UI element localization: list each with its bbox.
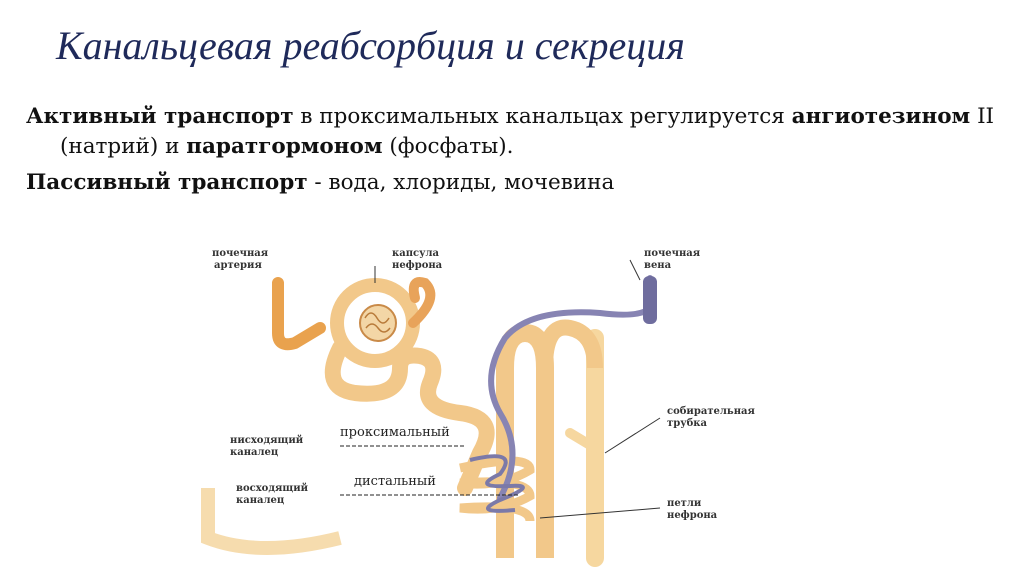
loop-spiral (459, 456, 535, 522)
p1-text-1: в проксимальных канальцах регулируется (293, 104, 792, 129)
pale-tubule-background (201, 488, 342, 555)
label-loop-2: нефрона (667, 510, 718, 521)
vessel-spiral (469, 454, 525, 513)
p1-text-3: (фосфаты). (382, 134, 514, 159)
renal-vein-end (643, 276, 657, 324)
proximal-tubule (324, 340, 495, 496)
label-renal-vein-2: вена (644, 260, 672, 271)
nephron-diagram: почечная артерия капсула нефрона почечна… (201, 248, 756, 567)
slide-title: Канальцевая реабсорбция и секреция (56, 23, 685, 68)
label-descending-1: нисходящий (230, 435, 304, 446)
label-distal: дистальный (354, 474, 436, 489)
label-ascending-2: каналец (236, 495, 285, 506)
label-loop-1: петли (667, 498, 702, 509)
distal-to-collecting (537, 319, 603, 369)
proximal-tubule-upper (408, 277, 436, 328)
p1-text-2: II (натрий) и (60, 104, 995, 159)
label-ascending-1: восходящий (236, 483, 309, 494)
label-collecting-1: собирательная (667, 406, 756, 417)
label-capsule-2: нефрона (392, 260, 443, 271)
paragraph-active-transport: Активный транспорт в проксимальных канал… (26, 102, 1001, 162)
passive-transport-term: Пассивный транспорт (26, 170, 308, 195)
renal-artery (272, 277, 326, 351)
parathormone-term: паратгормоном (186, 134, 383, 159)
angiotensin-term: ангиотезином (791, 104, 971, 129)
label-descending-2: каналец (230, 447, 279, 458)
label-capsule-1: капсула (392, 248, 440, 259)
collecting-tube-branch (565, 428, 600, 453)
slide-body: Активный транспорт в проксимальных канал… (26, 102, 1001, 198)
renal-vein (488, 275, 653, 501)
glomerulus-coil (364, 312, 391, 333)
label-renal-artery-1: почечная (212, 248, 269, 259)
glomerulus (359, 304, 397, 342)
label-collecting-2: трубка (667, 418, 707, 429)
leader-vein (629, 259, 641, 281)
paragraph-passive-transport: Пассивный транспорт - вода, хлориды, моч… (26, 168, 1001, 198)
active-transport-term: Активный транспорт (26, 104, 294, 129)
label-renal-vein-1: почечная (644, 248, 701, 259)
leader-loop (539, 507, 661, 519)
p2-text: - вода, хлориды, мочевина (307, 170, 615, 195)
label-renal-artery-2: артерия (214, 260, 262, 271)
label-proximal: проксимальный (340, 425, 450, 440)
leader-collecting (604, 417, 661, 454)
